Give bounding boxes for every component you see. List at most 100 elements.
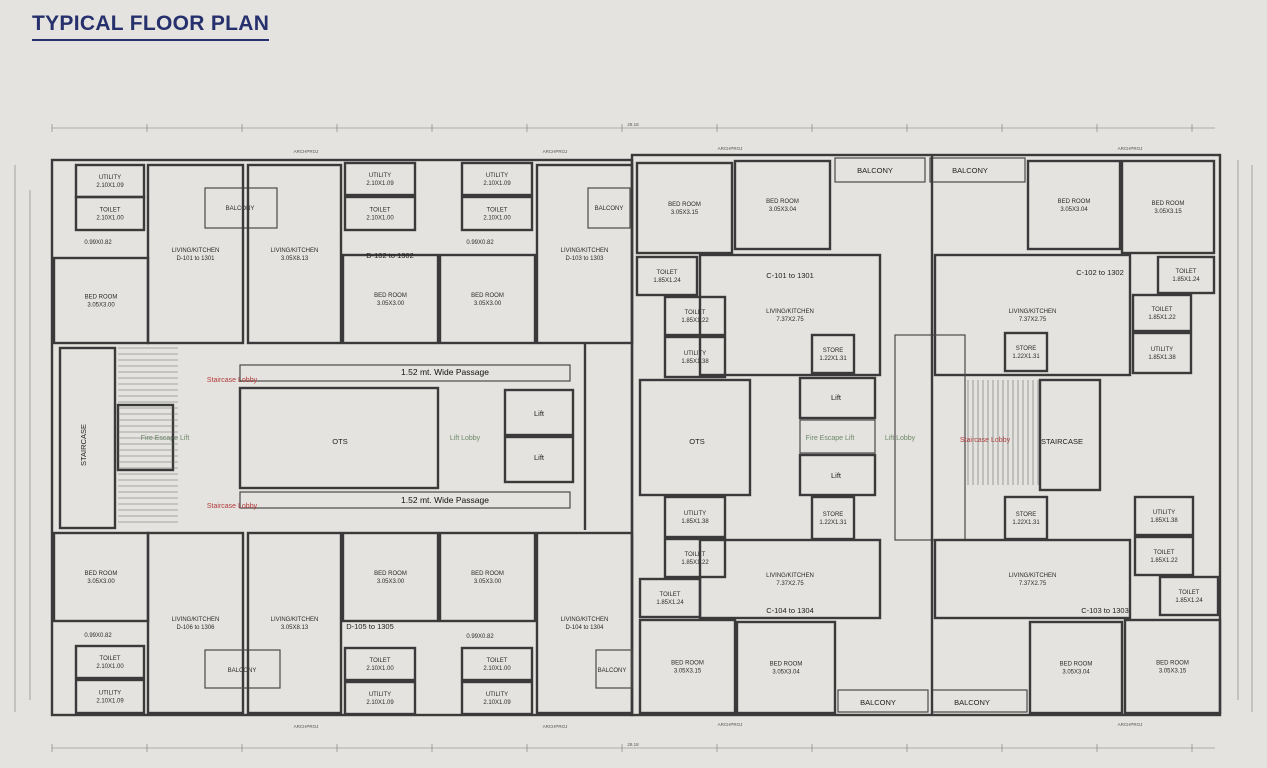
balcony-d101 — [204, 187, 278, 229]
bed-c102-b-size: 3.05X3.15 — [1154, 209, 1182, 215]
living-d106 — [146, 531, 245, 715]
living-d103-label: LIVING/KITCHEN — [561, 248, 609, 254]
living-c101-size: 7.37X2.75 — [776, 317, 804, 323]
toilet-d101-label: TOILET — [100, 208, 121, 214]
living-c104-size: 7.37X2.75 — [776, 581, 804, 587]
bed-d104 — [438, 531, 537, 623]
toilet-d101 — [74, 195, 146, 232]
balcony-c-top-left — [834, 157, 926, 183]
living-d102 — [246, 163, 343, 345]
lift-lobby-c — [894, 334, 966, 541]
living-d104 — [535, 531, 634, 715]
toilet-c104-b-size: 1.85X1.22 — [681, 560, 709, 566]
lift-c1-label: Lift — [831, 393, 842, 402]
bed-c101-a-size: 3.05X3.15 — [671, 210, 699, 216]
store-c101-size: 1.22X1.31 — [819, 356, 847, 362]
living-d101 — [146, 163, 245, 345]
balcony-d106 — [204, 649, 281, 689]
fire-escape-lift-c — [799, 419, 876, 454]
lift-c2 — [798, 453, 877, 497]
living-c103-label: LIVING/KITCHEN — [1009, 573, 1057, 579]
bed-c103-b-size: 3.05X3.15 — [1159, 669, 1187, 675]
bed-c103-a — [1028, 620, 1124, 715]
toilet-c102-b — [1131, 293, 1193, 333]
toilet-d106 — [74, 644, 146, 680]
archproj-label: ARCHPROJ — [294, 149, 319, 154]
lift-lobby-d-label: Lift Lobby — [450, 435, 481, 442]
utility-c102-size: 1.85X1.38 — [1148, 355, 1176, 361]
living-c102 — [933, 253, 1132, 377]
living-d103-size: D-103 to 1303 — [565, 256, 604, 262]
dimension-label: 28.18 — [627, 122, 639, 127]
store-c103-label: STORE — [1016, 512, 1037, 518]
unit-c104-tag: C-104 to 1304 — [766, 606, 814, 615]
living-c103-size: 7.37X2.75 — [1019, 581, 1047, 587]
unit-d102-tag: D-102 to 1302 — [366, 251, 414, 260]
utility-c104-label: UTILITY — [684, 511, 706, 517]
dimension-label: 28.18 — [627, 742, 639, 747]
bed-d103-label: BED ROOM — [471, 293, 504, 299]
ots-left — [238, 386, 440, 490]
balcony-c-top-right — [929, 157, 1026, 183]
living-d101-size: D-101 to 1301 — [176, 256, 215, 262]
lift-d2 — [503, 435, 575, 484]
living-c102-label: LIVING/KITCHEN — [1009, 309, 1057, 315]
bed-c101-a — [635, 161, 734, 255]
passage-top-label: 1.52 mt. Wide Passage — [401, 367, 489, 377]
bed-c102-b-label: BED ROOM — [1152, 201, 1185, 207]
balcony-c-bottom-left — [837, 689, 929, 713]
utility-d103 — [460, 161, 534, 197]
bed-d105-label: BED ROOM — [374, 571, 407, 577]
wing-c-outline — [630, 153, 1222, 717]
utility-d102-size: 2.10X1.09 — [366, 181, 394, 187]
bed-d104-size: 3.05X3.00 — [474, 579, 502, 585]
toilet-c101-b-size: 1.85X1.22 — [681, 318, 709, 324]
store-c104-label: STORE — [823, 512, 844, 518]
living-c103 — [933, 538, 1132, 620]
living-c101-label: LIVING/KITCHEN — [766, 309, 814, 315]
toilet-c102-label: TOILET — [1176, 269, 1197, 275]
store-c102-label: STORE — [1016, 346, 1037, 352]
utility-d106 — [74, 678, 146, 715]
balcony-d104 — [595, 649, 633, 689]
bed-d106-label: BED ROOM — [85, 571, 118, 577]
balcony-d106-label: BALCONY — [228, 668, 257, 674]
bed-d105-size: 3.05X3.00 — [377, 579, 405, 585]
bed-c102-b — [1120, 159, 1216, 255]
utility-c102-label: UTILITY — [1151, 347, 1173, 353]
ots-right — [638, 378, 752, 497]
balcony-d103 — [587, 187, 631, 229]
living-d103 — [535, 163, 634, 345]
page-title: TYPICAL FLOOR PLAN — [32, 12, 270, 41]
bed-d102-label: BED ROOM — [374, 293, 407, 299]
staircase-lobby-d-bottom: Staircase Lobby — [207, 503, 258, 510]
toilet-d103 — [460, 195, 534, 232]
balcony-d101-label: BALCONY — [226, 206, 255, 212]
utility-d104 — [460, 680, 534, 716]
store-c101 — [810, 333, 856, 375]
bed-c102-a-label: BED ROOM — [1058, 199, 1091, 205]
bed-c103-b-label: BED ROOM — [1156, 661, 1189, 667]
staircase-lobby-c-label: Staircase Lobby — [960, 437, 1011, 444]
living-c104 — [698, 538, 882, 620]
utility-d101 — [74, 163, 146, 199]
archproj-label: ARCHPROJ — [543, 149, 568, 154]
utility-d105-size: 2.10X1.09 — [366, 700, 394, 706]
bed-c104-b-size: 3.05X3.04 — [772, 670, 800, 676]
toilet-c101-label: TOILET — [657, 270, 678, 276]
utility-c103-label: UTILITY — [1153, 510, 1175, 516]
passage-bottom-label: 1.52 mt. Wide Passage — [401, 495, 489, 505]
utility-d106-label: UTILITY — [99, 691, 121, 697]
toilet-c104-b-label: TOILET — [685, 552, 706, 558]
utility-c103-size: 1.85X1.38 — [1150, 518, 1178, 524]
utility-d105 — [343, 680, 417, 716]
utility-d102-label: UTILITY — [369, 173, 391, 179]
toilet-d102-size: 2.10X1.00 — [366, 216, 394, 222]
store-c102 — [1003, 331, 1049, 373]
living-d102-label: LIVING/KITCHEN — [271, 248, 319, 254]
bed-d103-size: 3.05X3.00 — [474, 301, 502, 307]
toilet-c103-b-size: 1.85X1.22 — [1150, 558, 1178, 564]
bed-c101-a-label: BED ROOM — [668, 202, 701, 208]
bed-d106 — [52, 531, 150, 623]
balcony-d103-label: BALCONY — [595, 206, 624, 212]
